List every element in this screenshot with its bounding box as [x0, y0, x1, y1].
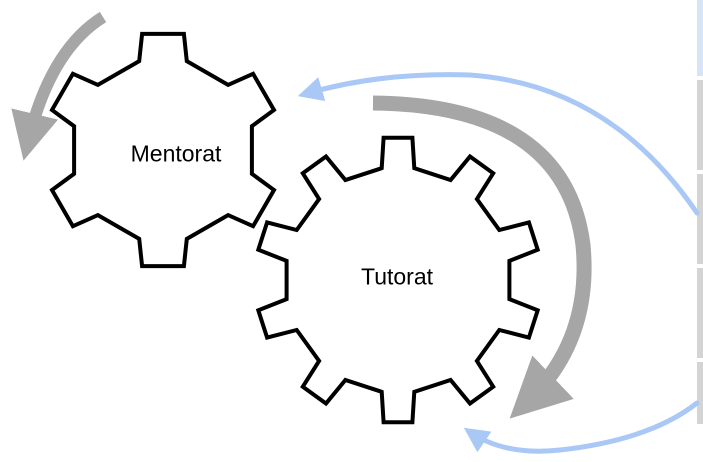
feedback-arrow-to-mentorat	[297, 72, 700, 216]
side-panel-segment-4	[697, 268, 703, 358]
tutorat-rotation-arrow	[372, 95, 592, 419]
side-panel-segment-2	[697, 80, 703, 170]
gears-layer	[49, 31, 541, 425]
side-panel-segment-5	[697, 362, 703, 424]
side-panel-segment-1	[697, 0, 703, 76]
gear-mentorat	[49, 31, 277, 269]
feedback-arrow-to-tutorat	[463, 400, 700, 454]
gear-tutorat	[255, 135, 541, 425]
gear-label-mentorat: Mentorat	[130, 140, 222, 167]
gear-label-tutorat: Tutorat	[360, 263, 434, 290]
mentorat-rotation-arrow	[11, 11, 107, 161]
side-panel	[697, 0, 703, 424]
side-panel-segment-3	[697, 174, 703, 264]
